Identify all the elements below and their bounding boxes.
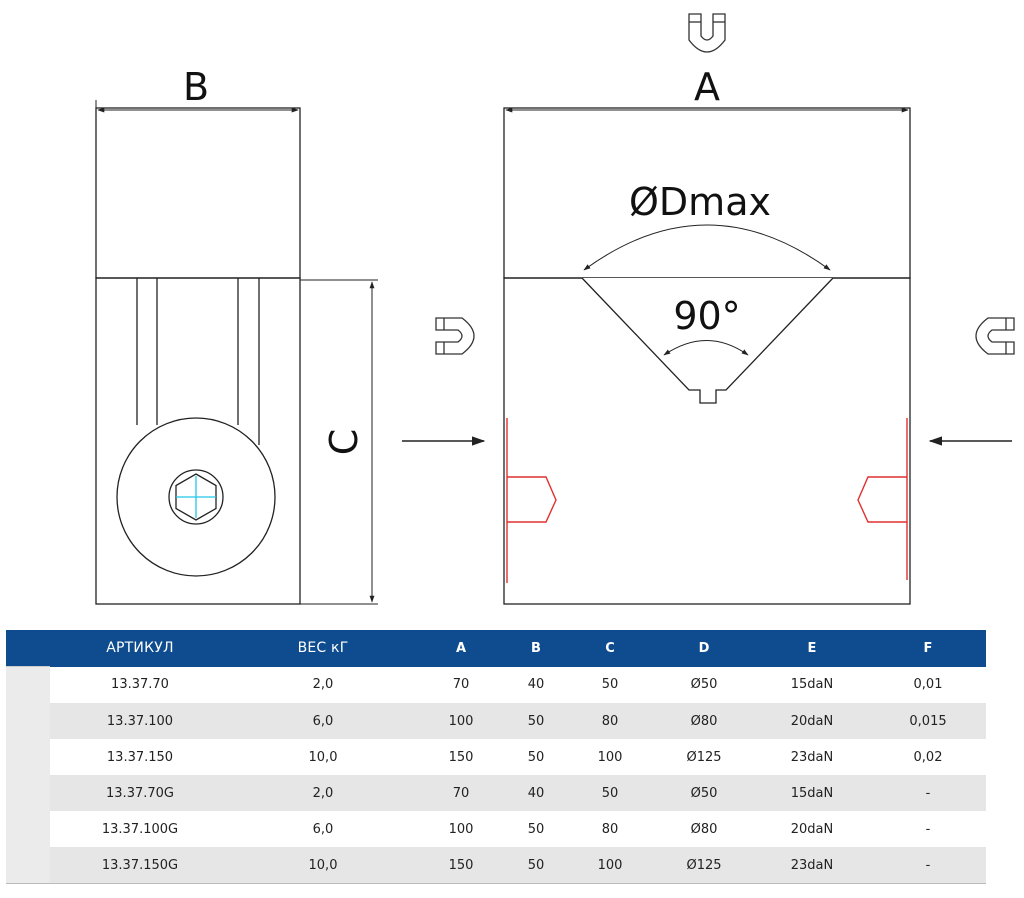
clamp-jaws [506, 418, 908, 583]
table-row: 13.37.100 6,0 100 50 80 Ø80 20daN 0,015 [6, 703, 986, 739]
cell-e: 15daN [790, 677, 834, 693]
table-header: АРТИКУЛ ВЕС кГ A B C D E F [6, 630, 986, 667]
cell-article: 13.37.150G [50, 847, 230, 884]
dimension-b-label: B [183, 65, 209, 109]
cell-d: Ø80 [654, 703, 754, 739]
cell-b: 40 [506, 775, 566, 811]
front-view [503, 107, 911, 605]
left-jaw [506, 418, 557, 583]
technical-drawing: B C A ØDmax 90° [95, 13, 1015, 605]
header-e: E [754, 630, 870, 667]
cell-f: - [870, 847, 986, 884]
header-c: C [566, 630, 654, 667]
cell-article: 13.37.100G [101, 821, 179, 837]
cell-d: Ø50 [654, 775, 754, 811]
cell-weight: 6,0 [312, 821, 334, 837]
table-row: 13.37.150G 10,0 150 50 100 Ø125 23daN - [6, 847, 986, 884]
cell-e: 23daN [790, 749, 834, 765]
cell-weight: 6,0 [230, 703, 416, 739]
cell-a: 100 [448, 821, 474, 837]
table-row: 13.37.70G 2,0 70 40 50 Ø50 15daN - [6, 775, 986, 811]
cell-d: Ø50 [690, 677, 718, 693]
header-f: F [870, 630, 986, 667]
magnet-icon-top [688, 13, 726, 53]
cell-article: 13.37.70G [50, 775, 230, 811]
row-stub [6, 739, 50, 775]
cell-article: 13.37.150 [106, 749, 174, 765]
cell-f: - [925, 821, 931, 837]
dimension-c-label: C [322, 429, 366, 456]
table-row: 13.37.70 2,0 70 40 50 Ø50 15daN 0,01 [6, 666, 986, 703]
header-weight: ВЕС кГ [230, 630, 416, 667]
magnet-icon-right [975, 317, 1015, 355]
header-a: A [416, 630, 506, 667]
cell-a: 70 [452, 677, 470, 693]
cell-b: 50 [506, 847, 566, 884]
cell-c: 80 [601, 821, 619, 837]
cell-b: 50 [527, 821, 545, 837]
hex-socket [175, 473, 217, 521]
side-view [95, 100, 378, 605]
table-row: 13.37.100G 6,0 100 50 80 Ø80 20daN - [6, 811, 986, 847]
header-stub [6, 630, 50, 667]
row-stub [6, 775, 50, 811]
cell-f: 0,02 [913, 749, 943, 765]
cell-d: Ø125 [654, 847, 754, 884]
cell-b: 40 [527, 677, 545, 693]
cell-e: 20daN [754, 703, 870, 739]
cell-weight: 10,0 [308, 749, 338, 765]
cell-c: 50 [566, 775, 654, 811]
cell-a: 150 [448, 749, 474, 765]
cell-article: 13.37.70 [111, 677, 169, 693]
row-stub [6, 703, 50, 739]
cell-weight: 2,0 [230, 775, 416, 811]
cell-b: 50 [506, 703, 566, 739]
cell-f: 0,015 [870, 703, 986, 739]
right-jaw [857, 418, 908, 580]
specification-table: АРТИКУЛ ВЕС кГ A B C D E F 13.37.70 2,0 … [6, 630, 986, 884]
cell-e: 15daN [754, 775, 870, 811]
table-body: 13.37.70 2,0 70 40 50 Ø50 15daN 0,01 13.… [6, 666, 986, 884]
header-article: АРТИКУЛ [50, 630, 230, 667]
cell-e: 23daN [754, 847, 870, 884]
row-stub [6, 666, 50, 703]
side-view-upper-body [95, 107, 301, 279]
cell-a: 100 [416, 703, 506, 739]
magnet-icon-left [435, 317, 475, 355]
dmax-arc [583, 224, 831, 271]
cell-d: Ø125 [686, 749, 722, 765]
cell-c: 100 [566, 847, 654, 884]
angle-arc [663, 340, 749, 356]
cell-c: 100 [597, 749, 623, 765]
cell-c: 80 [566, 703, 654, 739]
cell-f: 0,01 [913, 677, 943, 693]
row-stub [6, 811, 50, 847]
cell-e: 20daN [790, 821, 834, 837]
header-b: B [506, 630, 566, 667]
header-d: D [654, 630, 754, 667]
row-stub [6, 847, 50, 884]
side-view-lower-body [95, 277, 301, 605]
dimension-d-label: ØDmax [629, 180, 771, 224]
cell-weight: 2,0 [312, 677, 334, 693]
cell-weight: 10,0 [230, 847, 416, 884]
cell-d: Ø80 [690, 821, 718, 837]
cell-f: - [870, 775, 986, 811]
table-row: 13.37.150 10,0 150 50 100 Ø125 23daN 0,0… [6, 739, 986, 775]
cell-b: 50 [527, 749, 545, 765]
cell-a: 70 [416, 775, 506, 811]
angle-label: 90° [673, 294, 740, 338]
cell-article: 13.37.100 [50, 703, 230, 739]
dimension-a-label: A [694, 65, 720, 109]
cell-a: 150 [416, 847, 506, 884]
cell-c: 50 [601, 677, 619, 693]
